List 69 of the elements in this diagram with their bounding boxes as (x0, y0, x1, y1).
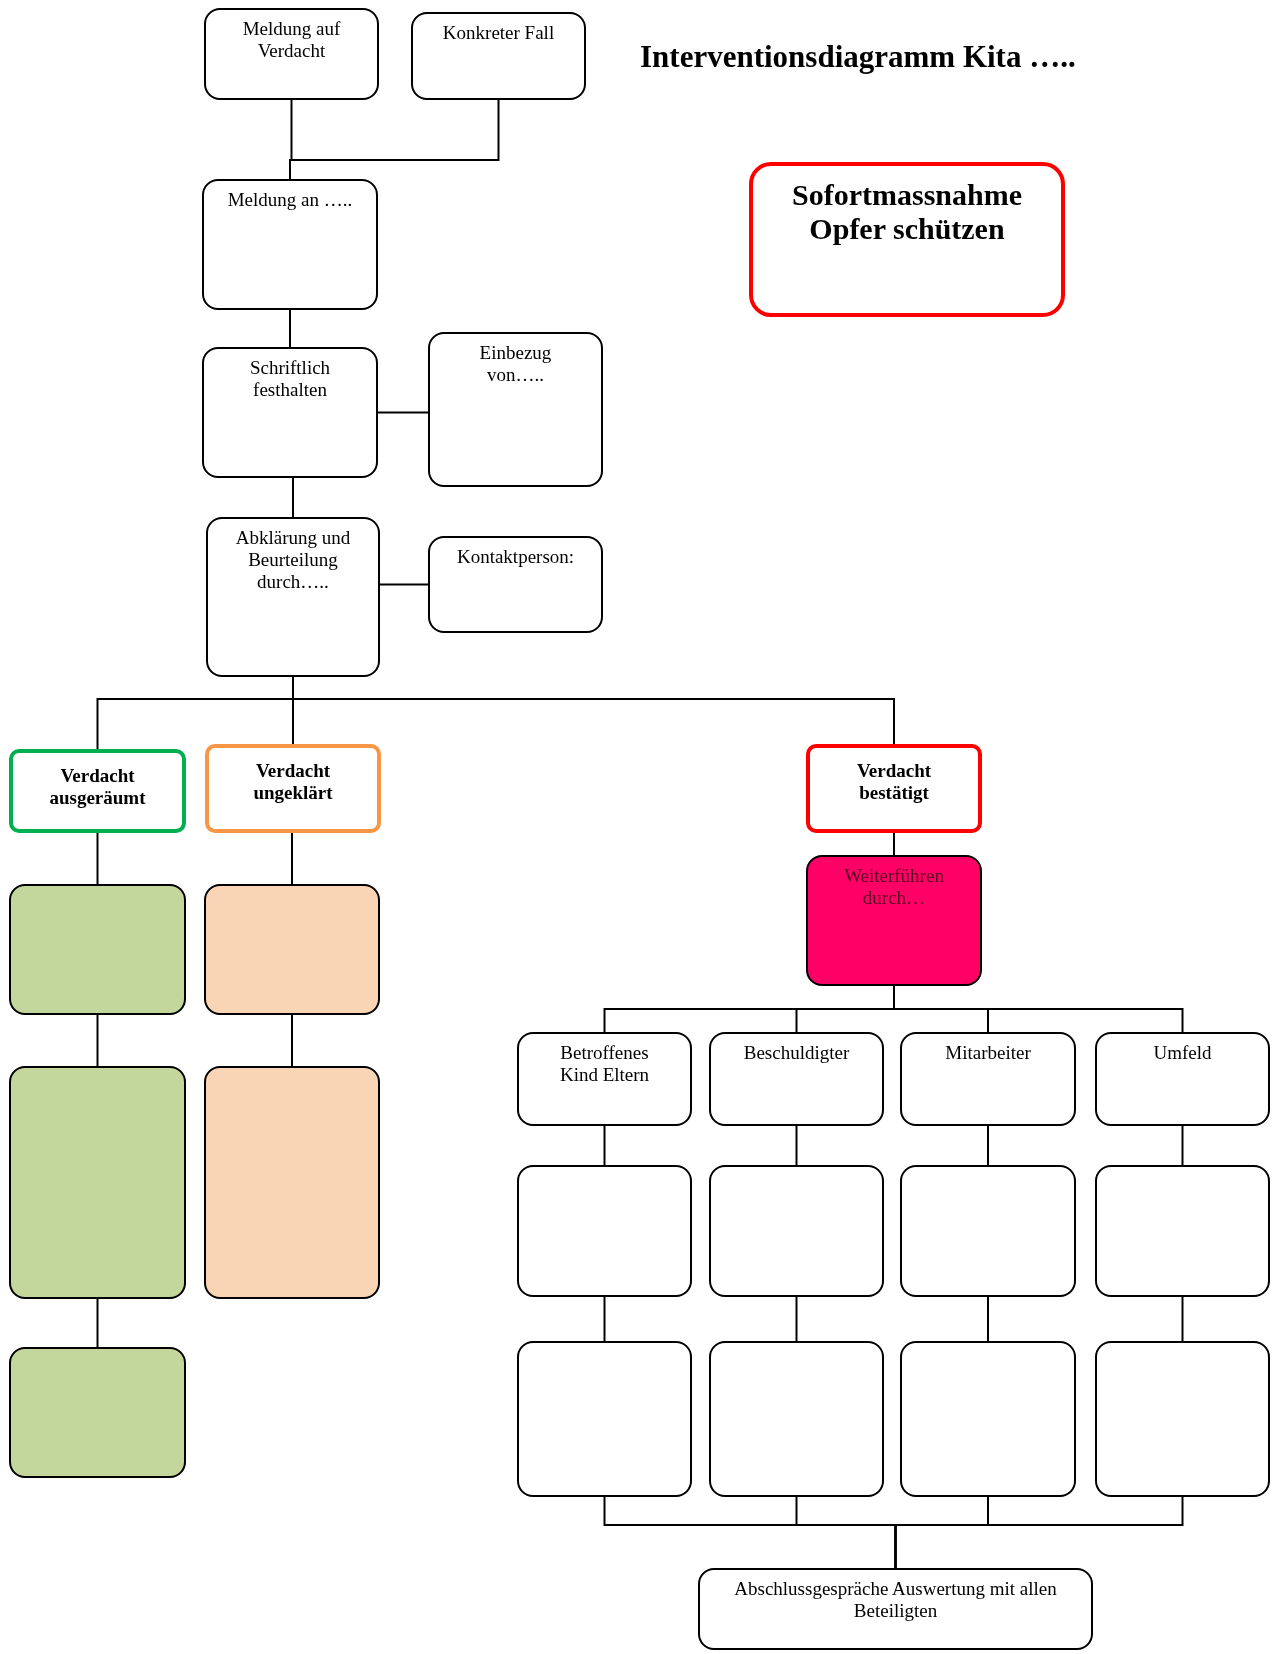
box-label: Umfeld (1153, 1042, 1212, 1064)
connector-line (1181, 1125, 1184, 1166)
box-label: Weiterführen durch… (843, 865, 945, 909)
connector-line (379, 583, 429, 586)
process-box (806, 855, 982, 986)
box-label: Einbezug von….. (478, 342, 553, 386)
box-label: Meldung auf Verdacht (241, 18, 342, 62)
box-label: Abklärung und Beurteilung durch….. (234, 527, 352, 593)
empty-box (1095, 1165, 1270, 1297)
connector-line (377, 411, 429, 414)
connector-line (291, 1014, 293, 1067)
empty-box (709, 1165, 884, 1297)
box-label: Abschlussgespräche Auswertung mit allen Beteiligten (733, 1578, 1058, 1622)
empty-box (900, 1165, 1076, 1297)
empty-box (517, 1341, 692, 1497)
connector-line (894, 1496, 1184, 1569)
box-label: Betroffenes Kind Eltern (558, 1042, 651, 1086)
connector-line (96, 1298, 99, 1348)
connector-line (96, 1014, 99, 1067)
process-box (517, 1032, 692, 1126)
box-label: Sofortmassnahme Opfer schützen (791, 178, 1023, 246)
process-box (698, 1568, 1093, 1650)
connector-line (289, 309, 291, 348)
box-label: Schriftlich festhalten (248, 357, 332, 401)
box-label: Mitarbeiter (945, 1042, 1031, 1064)
empty-box (900, 1341, 1076, 1497)
diagram-title: Interventionsdiagramm Kita ….. (640, 38, 1076, 76)
process-box (206, 517, 380, 677)
empty-box (204, 884, 380, 1015)
empty-box (1095, 1341, 1270, 1497)
process-box (806, 744, 982, 833)
connector-line (96, 832, 99, 885)
connector-line (603, 1296, 606, 1342)
process-box (9, 749, 186, 833)
box-label: Kontaktperson: (456, 546, 575, 568)
process-box (205, 744, 381, 833)
box-label: Verdacht ungeklärt (252, 760, 334, 804)
process-box (202, 347, 378, 478)
connector-line (289, 99, 500, 180)
process-box (202, 179, 378, 310)
process-box (428, 332, 603, 487)
process-box (1095, 1032, 1270, 1126)
connector-line (603, 1125, 606, 1166)
process-box (411, 12, 586, 100)
connector-line (893, 985, 1184, 1033)
box-label: Konkreter Fall (442, 22, 555, 44)
connector-line (987, 1125, 989, 1166)
empty-box (9, 1066, 186, 1299)
empty-box (204, 1066, 380, 1299)
connector-line (795, 1125, 798, 1166)
box-label: Meldung an ….. (227, 189, 353, 211)
connector-line (292, 477, 294, 518)
empty-box (9, 884, 186, 1015)
connector-line (987, 1296, 989, 1342)
note-box (749, 162, 1065, 317)
connector-line (893, 832, 895, 856)
empty-box (517, 1165, 692, 1297)
process-box (709, 1032, 884, 1126)
process-box (900, 1032, 1076, 1126)
box-label: Beschuldigter (743, 1042, 850, 1064)
process-box (428, 536, 603, 633)
connector-line (1181, 1296, 1184, 1342)
connector-line (291, 832, 293, 885)
box-label: Verdacht bestätigt (855, 760, 933, 804)
process-box (204, 8, 379, 100)
box-label: Verdacht ausgeräumt (48, 765, 147, 809)
connector-line (795, 1296, 798, 1342)
empty-box (709, 1341, 884, 1497)
empty-box (9, 1347, 186, 1478)
